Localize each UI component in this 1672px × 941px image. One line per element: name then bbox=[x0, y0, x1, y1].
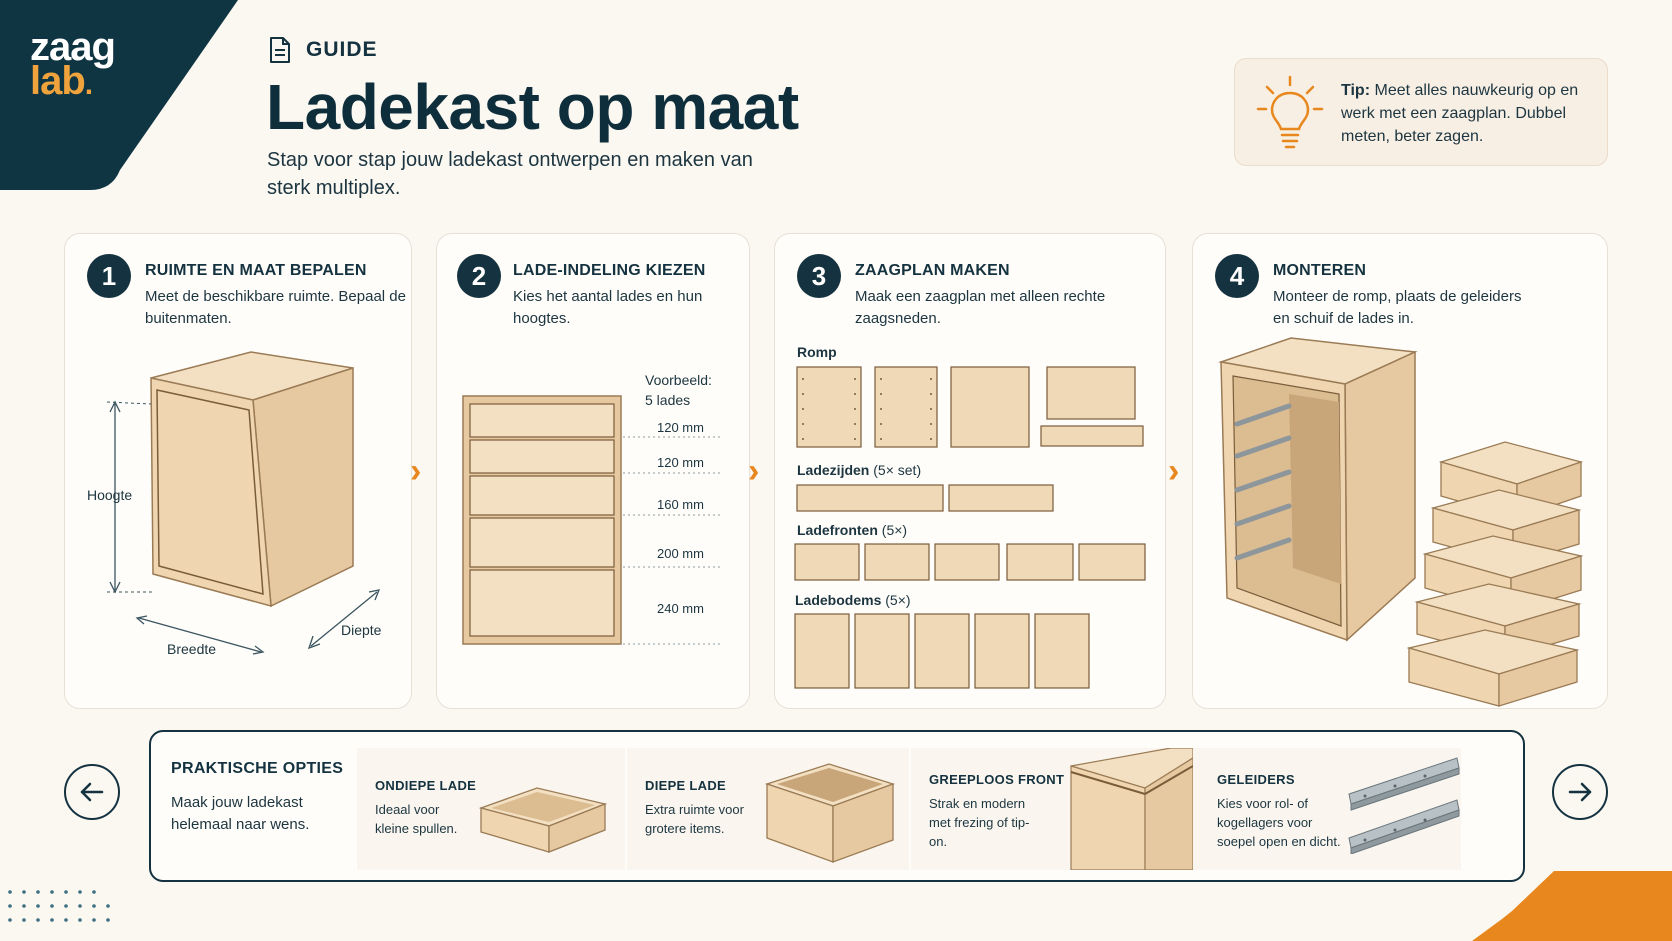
step-arrow-1-icon: › bbox=[410, 452, 422, 490]
step-number-2: 2 bbox=[457, 254, 501, 298]
cut-plan-ladezijden-label: Ladezijden (5× set) bbox=[797, 462, 921, 478]
tip-box: Tip: Meet alles nauwkeurig op en werk me… bbox=[1234, 58, 1608, 166]
tip-body: Meet alles nauwkeurig op en werk met een… bbox=[1341, 82, 1579, 145]
option-desc-2: Extra ruimte voor grotere items. bbox=[645, 802, 744, 836]
step-title-1: RUIMTE EN MAAT BEPALEN bbox=[145, 262, 367, 279]
ladefronten-name: Ladefronten bbox=[797, 522, 878, 538]
step-arrow-2-icon: › bbox=[748, 452, 760, 490]
options-desc: Maak jouw ladekast helemaal naar wens. bbox=[171, 794, 310, 833]
cut-plan-illustration bbox=[794, 366, 1146, 689]
drawer-height-3: 160 mm bbox=[657, 497, 704, 512]
step-title-4: MONTEREN bbox=[1273, 262, 1367, 279]
arrow-right-icon bbox=[1568, 782, 1592, 802]
previous-button[interactable] bbox=[64, 764, 120, 820]
option-desc-1: Ideaal voor kleine spullen. bbox=[375, 802, 458, 836]
deep-drawer-illustration bbox=[764, 763, 896, 863]
shallow-drawer-illustration bbox=[478, 787, 608, 853]
document-icon bbox=[270, 37, 290, 63]
logo-background bbox=[0, 0, 238, 190]
step-card-4: 4 MONTEREN Monteer de romp, plaats de ge… bbox=[1192, 233, 1608, 709]
page-title: Ladekast op maat bbox=[266, 71, 799, 143]
step-number-4: 4 bbox=[1215, 254, 1259, 298]
step-desc-4: Monteer de romp, plaats de geleiders en … bbox=[1273, 288, 1522, 327]
ladebodems-count: (5×) bbox=[885, 592, 911, 608]
drawer-layout-illustration bbox=[462, 395, 721, 645]
page-subtitle: Stap voor stap jouw ladekast ontwerpen e… bbox=[267, 149, 753, 199]
drawer-height-1: 120 mm bbox=[657, 420, 704, 435]
ladebodems-name: Ladebodems bbox=[795, 592, 882, 608]
drawer-example-line-1: Voorbeeld: bbox=[645, 372, 712, 388]
ladezijden-name: Ladezijden bbox=[797, 462, 870, 478]
decorative-dots bbox=[8, 890, 110, 922]
option-title-4: GELEIDERS bbox=[1217, 772, 1295, 787]
assembly-illustration bbox=[1218, 337, 1584, 707]
step-desc-2: Kies het aantal lades en hun hoogtes. bbox=[513, 288, 703, 327]
cut-plan-romp-label: Romp bbox=[797, 344, 837, 360]
option-title-3: GREEPLOOS FRONT bbox=[929, 772, 1065, 787]
drawer-height-4: 200 mm bbox=[657, 546, 704, 561]
tip-text: Tip: Meet alles nauwkeurig op en werk me… bbox=[1341, 79, 1591, 148]
step-card-2: 2 LADE-INDELING KIEZEN Kies het aantal l… bbox=[436, 233, 750, 709]
option-card-handleless-front[interactable]: GREEPLOOS FRONT Strak en modern met frez… bbox=[911, 748, 1201, 870]
drawer-height-5: 240 mm bbox=[657, 601, 704, 616]
cabinet-dimensions-illustration bbox=[106, 351, 381, 655]
step-title-3: ZAAGPLAN MAKEN bbox=[855, 262, 1010, 279]
options-title: PRAKTISCHE OPTIES bbox=[171, 760, 344, 777]
lightbulb-icon bbox=[1256, 75, 1324, 149]
drawer-example-line-2: 5 lades bbox=[645, 392, 691, 408]
drawer-example-heading: Voorbeeld: 5 lades bbox=[645, 370, 712, 410]
guide-label-row: GUIDE bbox=[268, 36, 378, 64]
option-desc-4: Kies voor rol- of kogellagers voor soepe… bbox=[1217, 796, 1341, 849]
step-number-3: 3 bbox=[797, 254, 841, 298]
drawer-height-2: 120 mm bbox=[657, 455, 704, 470]
logo-dot: . bbox=[84, 68, 93, 101]
step-desc-1: Meet de beschikbare ruimte. Bepaal de bu… bbox=[145, 288, 406, 327]
handleless-front-illustration bbox=[1070, 748, 1193, 870]
ladefronten-count: (5×) bbox=[881, 522, 908, 538]
brand-logo[interactable]: zaag lab. bbox=[30, 25, 116, 103]
ladezijden-count: (5× set) bbox=[873, 462, 922, 478]
cut-plan-ladebodems-label: Ladebodems (5×) bbox=[795, 592, 911, 608]
depth-label: Diepte bbox=[341, 622, 382, 638]
arrow-left-icon bbox=[80, 782, 104, 802]
option-card-shallow-drawer[interactable]: ONDIEPE LADE Ideaal voor kleine spullen. bbox=[357, 748, 625, 870]
practical-options-panel: PRAKTISCHE OPTIES Maak jouw ladekast hel… bbox=[149, 730, 1525, 882]
guide-label: GUIDE bbox=[306, 38, 378, 61]
option-card-drawer-slides[interactable]: GELEIDERS Kies voor rol- of kogellagers … bbox=[1201, 748, 1461, 870]
next-button[interactable] bbox=[1552, 764, 1608, 820]
option-desc-3: Strak en modern met frezing of tip-on. bbox=[929, 796, 1030, 849]
step-title-2: LADE-INDELING KIEZEN bbox=[513, 262, 706, 279]
drawer-slides-illustration bbox=[1348, 757, 1460, 854]
option-title-1: ONDIEPE LADE bbox=[375, 778, 477, 793]
decorative-orange-corner bbox=[1472, 871, 1672, 941]
cut-plan-ladefronten-label: Ladefronten (5×) bbox=[797, 522, 907, 538]
option-title-2: DIEPE LADE bbox=[645, 778, 727, 793]
option-card-deep-drawer[interactable]: DIEPE LADE Extra ruimte voor grotere ite… bbox=[627, 748, 909, 870]
step-arrow-3-icon: › bbox=[1168, 452, 1180, 490]
step-card-1: 1 RUIMTE EN MAAT BEPALEN Meet de beschik… bbox=[64, 233, 412, 709]
step-card-3: 3 ZAAGPLAN MAKEN Maak een zaagplan met a… bbox=[774, 233, 1166, 709]
tip-label: Tip: bbox=[1341, 82, 1371, 99]
logo-line-1: zaag bbox=[30, 25, 116, 69]
height-label: Hoogte bbox=[87, 487, 133, 503]
width-label: Breedte bbox=[167, 641, 217, 657]
step-desc-3: Maak een zaagplan met alleen rechte zaag… bbox=[855, 288, 1106, 327]
step-number-1: 1 bbox=[87, 254, 131, 298]
logo-line-2: lab bbox=[30, 59, 86, 103]
